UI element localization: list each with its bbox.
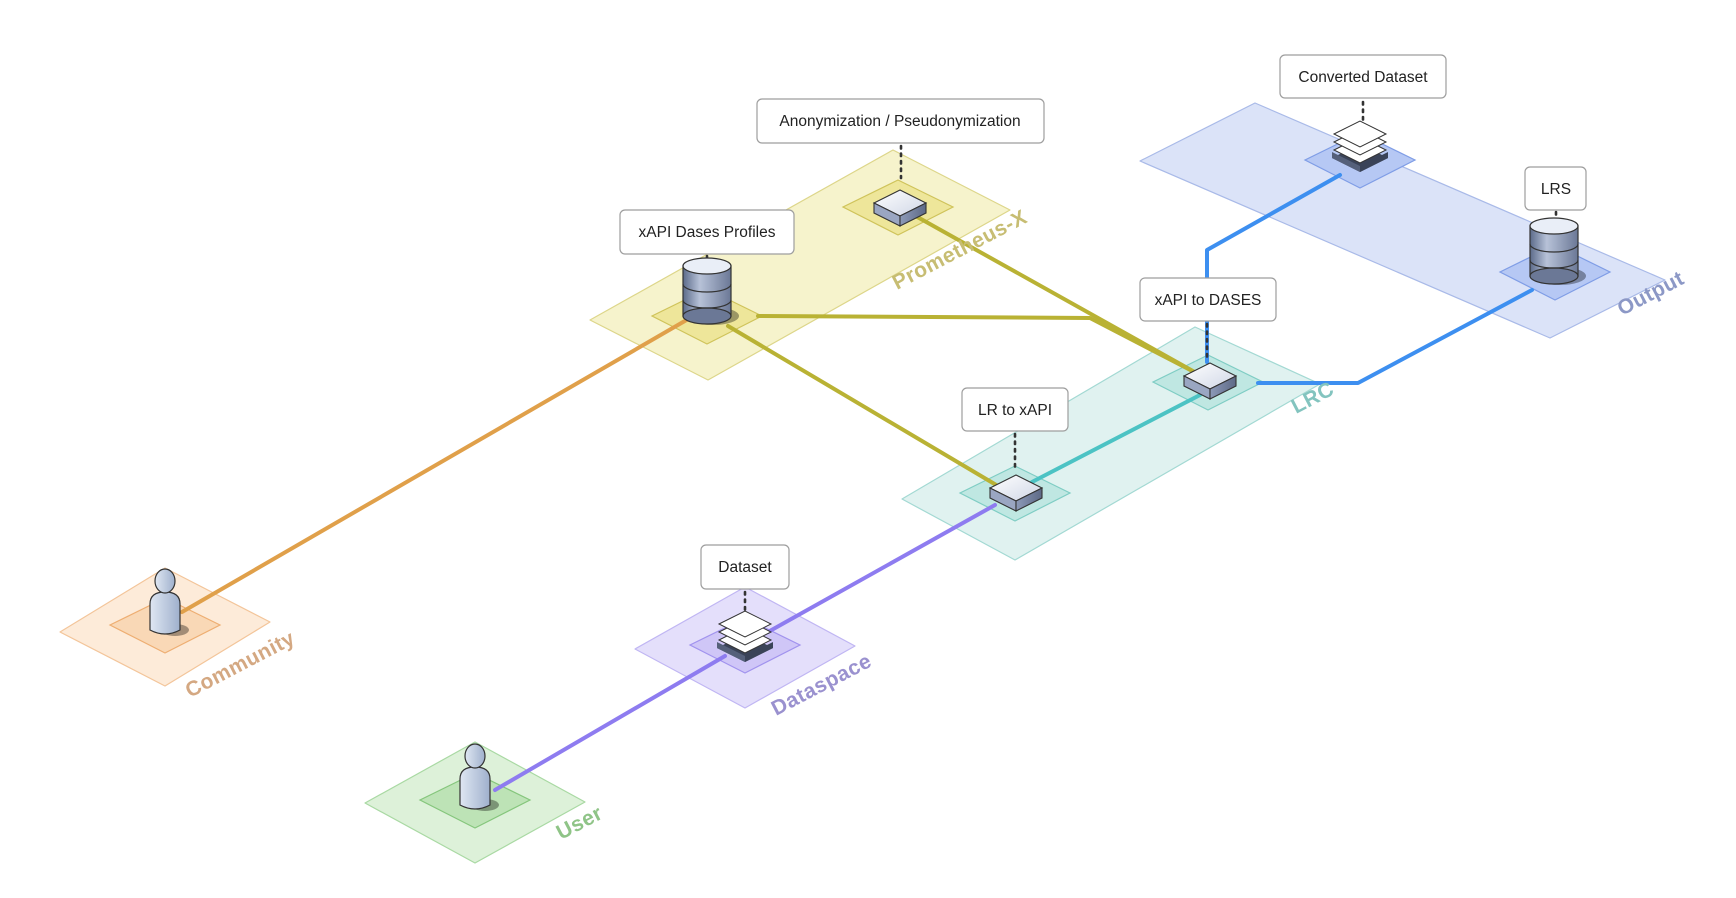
label-lr-to-xapi-text: LR to xAPI: [978, 402, 1052, 419]
connector-dataset-lr-to-xapi: [766, 503, 997, 634]
connector-profiles-lr-to-xapi: [726, 324, 1005, 491]
label-dataset-text: Dataset: [718, 559, 772, 576]
layers-icon: [1332, 120, 1388, 172]
label-xapi-profiles: xAPI Dases Profiles: [619, 209, 795, 255]
zone-lrc: [901, 326, 1321, 561]
label-anonymization-text: Anonymization / Pseudonymization: [779, 113, 1020, 130]
database-icon: [682, 257, 739, 325]
label-xapi-to-dases-text: xAPI to DASES: [1155, 292, 1262, 309]
database-icon: [1529, 217, 1586, 285]
label-converted-dataset: Converted Dataset: [1279, 54, 1447, 99]
label-lrs-text: LRS: [1541, 181, 1571, 198]
connector-community-xapi-profiles: [180, 316, 692, 614]
server-box-icon: [872, 189, 928, 227]
label-converted-dataset-text: Converted Dataset: [1298, 69, 1428, 86]
label-lr-to-xapi: LR to xAPI: [961, 387, 1069, 432]
connector-lr-to-xapi-xapi-to-dases: [1030, 393, 1202, 484]
server-box-icon: [1182, 362, 1238, 400]
label-dataset: Dataset: [700, 544, 790, 590]
server-box-icon: [988, 474, 1044, 512]
layers-icon: [717, 610, 773, 662]
label-lrs: LRS: [1524, 166, 1587, 211]
connector-xapi-to-dases-lrs: [1256, 288, 1534, 385]
person-icon: [149, 568, 189, 636]
connector-user-dataset: [493, 654, 727, 792]
person-icon: [459, 743, 499, 811]
label-anonymization: Anonymization / Pseudonymization: [756, 98, 1045, 144]
connector-anonymization-xapi-to-dases: [910, 212, 1202, 377]
label-xapi-to-dases: xAPI to DASES: [1139, 277, 1277, 322]
label-xapi-profiles-text: xAPI Dases Profiles: [639, 224, 776, 241]
